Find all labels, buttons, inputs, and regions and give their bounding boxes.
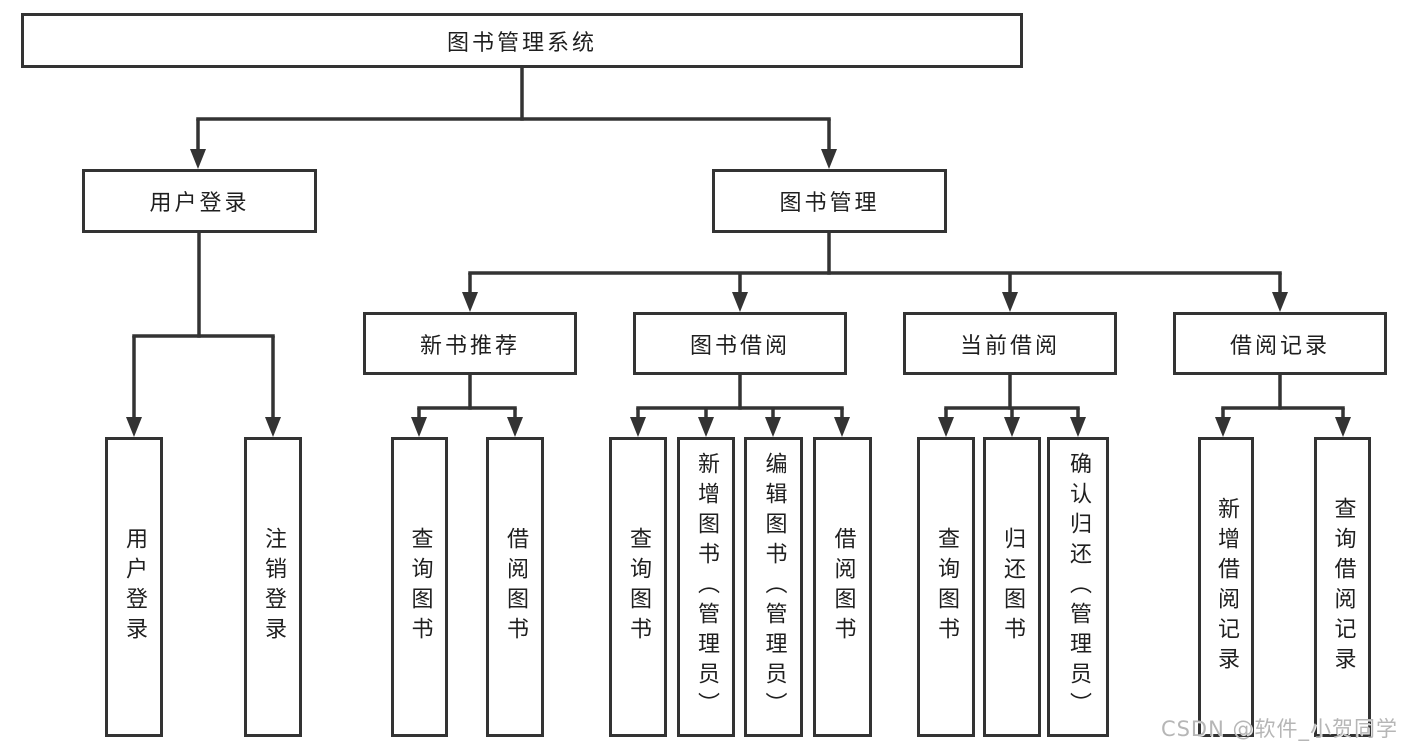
leaf-borrow-books-borrowing: 借阅图书: [813, 437, 872, 737]
leaf-user-login: 用户登录: [105, 437, 163, 737]
node-user-login: 用户登录: [82, 169, 317, 233]
leaf-confirm-return-admin: 确认归还（管理员）: [1047, 437, 1109, 737]
leaf-add-borrow-record: 新增借阅记录: [1198, 437, 1254, 737]
leaf-query-books-borrowing: 查询图书: [609, 437, 667, 737]
node-current-borrowing: 当前借阅: [903, 312, 1117, 375]
leaf-query-borrow-record: 查询借阅记录: [1314, 437, 1371, 737]
node-library-system: 图书管理系统: [21, 13, 1023, 68]
leaf-query-books-recommend: 查询图书: [391, 437, 448, 737]
leaf-return-books: 归还图书: [983, 437, 1041, 737]
leaf-add-book-admin: 新增图书（管理员）: [677, 437, 735, 737]
leaf-borrow-books-recommend: 借阅图书: [486, 437, 544, 737]
node-borrowing-records: 借阅记录: [1173, 312, 1387, 375]
leaf-logout: 注销登录: [244, 437, 302, 737]
node-book-management: 图书管理: [712, 169, 947, 233]
csdn-watermark: CSDN @软件_小贺同学: [1160, 717, 1398, 741]
node-book-borrowing: 图书借阅: [633, 312, 847, 375]
node-new-book-recommendation: 新书推荐: [363, 312, 577, 375]
leaf-edit-book-admin: 编辑图书（管理员）: [744, 437, 803, 737]
leaf-query-books-current: 查询图书: [917, 437, 975, 737]
